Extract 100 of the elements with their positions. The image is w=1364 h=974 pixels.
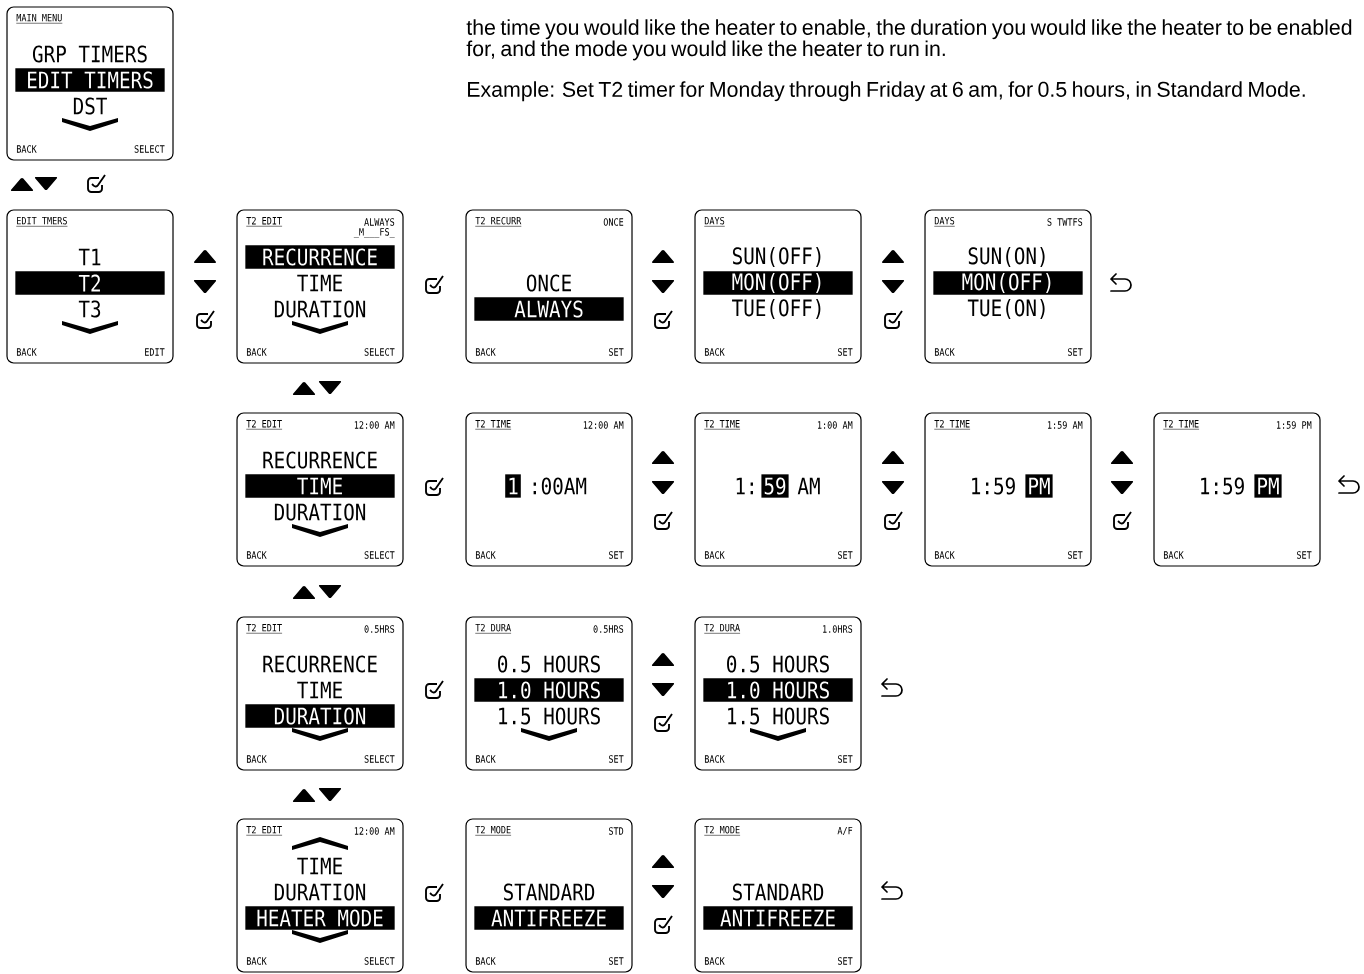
highlighted-menu-item: MON(OFF) xyxy=(703,271,853,295)
status-text: 12:00 AM xyxy=(354,827,395,835)
menu-item: DST xyxy=(73,97,107,115)
menu-item: TUE(ON) xyxy=(967,298,1045,320)
screen-title: T2 EDIT xyxy=(246,216,283,227)
time-digits: AM xyxy=(797,477,820,495)
highlighted-digits: 1 xyxy=(505,474,521,498)
soft-key-label: BACK xyxy=(246,551,267,559)
highlighted-digits: PM xyxy=(1254,474,1282,498)
status-text: ONCE xyxy=(603,218,624,226)
screen-title: T2 MODE xyxy=(704,825,741,836)
soft-key-label: EDIT xyxy=(145,348,165,356)
status-text: 1:00 AM xyxy=(817,421,853,429)
soft-key-label: SET xyxy=(1296,551,1312,559)
soft-key-label: BACK xyxy=(475,551,496,559)
soft-key-label: SELECT xyxy=(364,348,395,356)
soft-key-label: SET xyxy=(837,348,853,356)
menu-item: DURATION xyxy=(274,300,366,318)
menu-item: RECURRENCE xyxy=(263,655,377,673)
soft-key-label: BACK xyxy=(704,348,725,356)
screen-title: T2 RECURR xyxy=(475,216,522,227)
soft-key-label: BACK xyxy=(475,348,496,356)
soft-key-label: SET xyxy=(1067,348,1083,356)
screen-title: T2 EDIT xyxy=(246,419,283,430)
menu-item: T3 xyxy=(78,300,101,318)
highlighted-menu-item: 1.0 HOURS xyxy=(474,678,624,702)
soft-key-label: BACK xyxy=(475,755,496,763)
soft-key-label: SELECT xyxy=(364,957,395,965)
highlighted-menu-item: T2 xyxy=(15,271,165,295)
highlighted-menu-item: RECURRENCE xyxy=(245,245,395,269)
highlighted-menu-item: 1.0 HOURS xyxy=(703,678,853,702)
status-text: STD xyxy=(608,827,624,835)
soft-key-label: BACK xyxy=(704,551,725,559)
highlighted-menu-item: TIME xyxy=(245,474,395,498)
status-text: 0.5HRS xyxy=(593,625,624,633)
soft-key-label: BACK xyxy=(475,957,496,965)
time-digits: 1:59 xyxy=(972,477,1015,495)
screen-title: T2 TIME xyxy=(1163,419,1200,430)
soft-key-label: SET xyxy=(608,551,624,559)
highlighted-menu-item: ANTIFREEZE xyxy=(474,906,624,930)
highlighted-menu-item: ALWAYS xyxy=(474,297,624,321)
screen-title: T2 EDIT xyxy=(246,825,283,836)
highlighted-menu-item: ANTIFREEZE xyxy=(703,906,853,930)
screen-title: T2 TIME xyxy=(934,419,971,430)
menu-item: 1.5 HOURS xyxy=(728,707,829,725)
soft-key-label: SELECT xyxy=(364,755,395,763)
status-text: 1:59 PM xyxy=(1276,421,1312,429)
time-digits: :00AM xyxy=(533,477,587,495)
status-text: _M___FS_ xyxy=(353,228,395,238)
soft-key-label: BACK xyxy=(1163,551,1184,559)
highlighted-digits: 59 xyxy=(761,474,789,498)
soft-key-label: BACK xyxy=(704,957,725,965)
soft-key-label: SELECT xyxy=(134,145,165,153)
screen-title: T2 TIME xyxy=(704,419,741,430)
screen-title: T2 EDIT xyxy=(246,623,283,634)
status-text: 1:59 AM xyxy=(1047,421,1083,429)
soft-key-label: SET xyxy=(837,551,853,559)
status-text: A/F xyxy=(837,826,853,836)
menu-item: STANDARD xyxy=(503,883,595,901)
instruction-text: the time you would like the heater to enable, the duration you would like the heater to be enabled for, and the mode you would like the heater to run in. xyxy=(466,19,1352,61)
status-text: 12:00 AM xyxy=(583,421,624,429)
highlighted-digits: PM xyxy=(1025,474,1053,498)
menu-item: 1.5 HOURS xyxy=(499,707,600,725)
screen-title: DAYS xyxy=(704,216,725,227)
highlighted-menu-item: MON(OFF) xyxy=(933,271,1083,295)
menu-item: ONCE xyxy=(526,274,571,292)
menu-item: T1 xyxy=(78,248,101,266)
status-text: 12:00 AM xyxy=(354,421,395,429)
status-text: 1.0HRS xyxy=(823,625,853,633)
menu-item: STANDARD xyxy=(732,883,824,901)
status-text: S TWTFS xyxy=(1047,218,1083,226)
screen-title: T2 TIME xyxy=(475,419,512,430)
highlighted-menu-item: EDIT TIMERS xyxy=(15,68,165,92)
menu-item: TIME xyxy=(297,681,342,699)
soft-key-label: BACK xyxy=(246,957,267,965)
soft-key-label: SET xyxy=(608,348,624,356)
soft-key-label: BACK xyxy=(704,755,725,763)
screen-title: MAIN MENU xyxy=(16,13,63,24)
menu-item: TUE(OFF) xyxy=(732,298,821,320)
status-text: 0.5HRS xyxy=(364,625,395,633)
menu-item: TIME xyxy=(297,274,342,292)
menu-item: DURATION xyxy=(274,503,366,521)
soft-key-label: SET xyxy=(837,755,853,763)
menu-item: RECURRENCE xyxy=(263,451,377,469)
soft-key-label: BACK xyxy=(16,348,37,356)
soft-key-label: SET xyxy=(608,755,624,763)
screen-title: T2 MODE xyxy=(475,825,512,836)
soft-key-label: BACK xyxy=(16,145,37,153)
menu-item: 0.5 HOURS xyxy=(727,655,829,673)
screen-title: EDIT TMERS xyxy=(16,216,68,227)
time-digits: 1:59 xyxy=(1201,477,1244,495)
soft-key-label: BACK xyxy=(246,348,267,356)
menu-item: 0.5 HOURS xyxy=(498,655,600,673)
menu-item: DURATION xyxy=(274,883,366,901)
screen-title: T2 DURA xyxy=(704,623,741,634)
highlighted-menu-item: DURATION xyxy=(245,704,395,728)
screen-title: DAYS xyxy=(934,216,955,227)
menu-item: TIME xyxy=(297,857,342,875)
menu-item: GRP TIMERS xyxy=(32,45,147,63)
menu-item: SUN(ON) xyxy=(968,246,1045,268)
